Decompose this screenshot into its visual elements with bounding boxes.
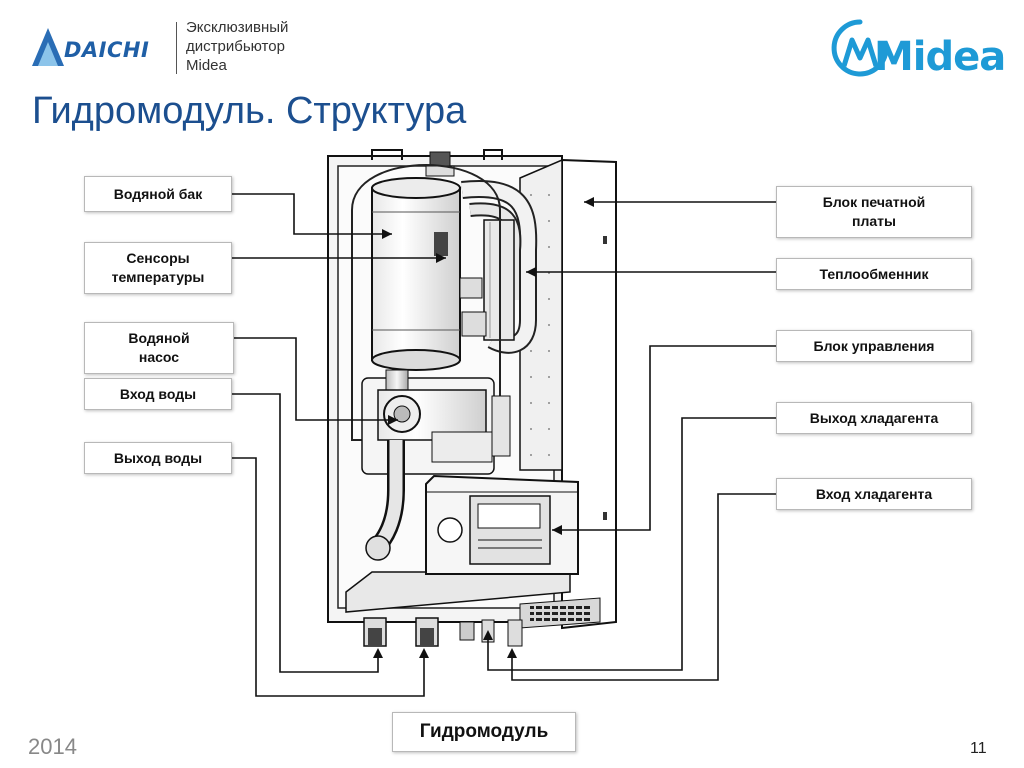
heat-exchanger-pipes <box>461 180 538 354</box>
water-pipes <box>365 440 405 561</box>
water-pump <box>361 369 511 475</box>
diagram-caption: Гидромодуль <box>392 712 576 752</box>
label-temperature-sensors: Сенсоры температуры <box>84 242 232 294</box>
page-title: Гидромодуль. Структура <box>32 90 467 132</box>
logo-divider <box>176 22 177 74</box>
midea-logo-text: Midea <box>874 34 1006 80</box>
label-pcb-block: Блок печатной платы <box>776 186 972 238</box>
label-water-inlet: Вход воды <box>84 378 232 410</box>
distributor-line-2: дистрибьютор <box>186 38 285 55</box>
label-control-block: Блок управления <box>776 330 972 362</box>
bottom-tray <box>345 571 601 629</box>
water-tank <box>351 164 501 441</box>
label-water-outlet: Выход воды <box>84 442 232 474</box>
daichi-logo-icon <box>32 28 64 66</box>
daichi-logo-text: DAICHI <box>64 38 150 62</box>
label-heat-exchanger: Теплообменник <box>776 258 972 290</box>
midea-logo-icon <box>831 19 889 77</box>
callout-arrowheads <box>373 197 594 658</box>
distributor-line-3: Midea <box>186 57 227 74</box>
footer-year: 2014 <box>28 734 77 759</box>
control-box <box>425 474 579 575</box>
callout-lines <box>232 193 776 697</box>
label-refrigerant-inlet: Вход хладагента <box>776 478 972 510</box>
bottom-connectors <box>363 617 523 647</box>
distributor-line-1: Эксклюзивный <box>186 19 289 36</box>
label-water-tank: Водяной бак <box>84 176 232 212</box>
label-water-pump: Водяной насос <box>84 322 234 374</box>
distributor-text: Эксклюзивный дистрибьютор Midea <box>186 18 288 75</box>
label-refrigerant-outlet: Выход хладагента <box>776 402 972 434</box>
page-number: 11 <box>970 740 987 757</box>
